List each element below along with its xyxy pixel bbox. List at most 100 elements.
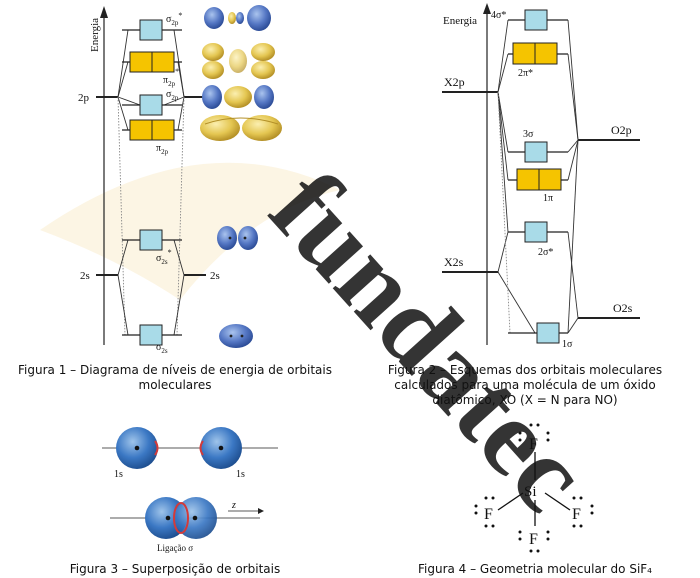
fig2-o2s-label: O2s — [613, 301, 633, 315]
fig2-label-1pi: 1π — [543, 193, 553, 204]
fig2-label-4sigma-star: 4σ* — [491, 10, 506, 21]
fig1-orbital-pi2p-star-shape — [202, 43, 275, 79]
fig2-level-2sigma-star — [508, 221, 568, 243]
fig2-box-3sigma — [524, 141, 548, 163]
fig2-level-3sigma — [508, 141, 568, 163]
fig1-caption-line1: Figura 1 – Diagrama de níveis de energia… — [18, 363, 332, 377]
fig1-level-sigma2p-star — [122, 19, 182, 41]
fig2-correlation-lines — [497, 19, 579, 334]
fig1-level-sigma2s — [122, 324, 182, 346]
figure-2: Energia X2p X2s O2p O2s — [350, 0, 700, 360]
fig2-caption-line3: diatômico, XO (X = N para NO) — [432, 393, 618, 407]
figure-3: 1s 1s z Ligação σ — [100, 415, 280, 555]
fig1-box-sigma2s — [139, 324, 163, 346]
fig2-box-2sigma-star — [524, 221, 548, 243]
fig1-level-sigma2s-star — [122, 229, 182, 251]
fig1-diagram: Energia 2p 2p 2s 2s — [78, 5, 282, 355]
fig2-box-1sigma — [536, 322, 560, 344]
fig2-level-2pi-star — [508, 42, 568, 65]
fig1-caption-line2: moleculares — [138, 378, 212, 392]
fig1-box-pi2p-a — [129, 119, 153, 141]
fig3-overlap-hint-left — [154, 440, 159, 456]
fig1-orbital-sigma2p-star-shape — [204, 5, 271, 31]
fig3-axis-z: z — [231, 500, 236, 511]
fig1-level-pi2p — [122, 119, 182, 141]
fig4-atom-left: F — [484, 506, 493, 523]
fig4-atom-center: Si — [524, 484, 537, 500]
fig2-mo-labels: 4σ* 2π* 3σ 1π 2σ* 1σ — [491, 10, 573, 350]
fig3-nucleus-left — [134, 445, 140, 451]
fig1-axis-arrow — [100, 6, 108, 18]
fig3-bond-nucleus-left — [165, 515, 171, 521]
fig2-box-1pi-b — [538, 168, 562, 191]
fig4-atom-top: F — [529, 436, 538, 453]
fig1-orbital-sigma2s-shape — [219, 324, 253, 348]
fig1-mo-labels: σ2p* π2p* σ2p π2p σ2s* σ2s — [156, 11, 182, 355]
fig1-orbital-pi2p-shape — [200, 115, 282, 141]
fig1-level-sigma2p — [122, 94, 182, 116]
fig2-label-2sigma-star: 2σ* — [538, 247, 553, 258]
fig2-x2p-label: X2p — [444, 75, 465, 89]
fig2-box-2pi-star-a — [512, 42, 536, 65]
fig2-label-3sigma: 3σ — [523, 129, 534, 140]
fig4-bonds — [497, 452, 571, 526]
fig3-overlap-hint-right — [199, 440, 204, 456]
fig1-box-sigma2p-star — [139, 19, 163, 41]
fig4-atom-right: F — [572, 506, 581, 523]
fig1-left-2s-label: 2s — [80, 270, 90, 282]
figure-4: Si F F F F — [470, 420, 610, 560]
fig1-label-pi2p-star: π2p* — [163, 67, 179, 88]
fig4-caption-text: Figura 4 – Geometria molecular do SiF₄ — [417, 562, 652, 576]
fig2-x2s-label: X2s — [444, 255, 464, 269]
fig1-orbital-sigma2s-star-shape — [217, 226, 258, 250]
fig2-level-4sigma-star — [508, 9, 568, 31]
fig2-box-4sigma-star — [524, 9, 548, 31]
fig3-label-1s-left: 1s — [114, 469, 123, 480]
fig3-overlap-region — [173, 502, 189, 534]
fig2-label-1sigma: 1σ — [562, 339, 573, 350]
fig4-lewis-structure: Si F F F F — [474, 423, 594, 553]
fig1-label-sigma2p-star: σ2p* — [166, 11, 182, 27]
fig2-box-2pi-star-b — [534, 42, 558, 65]
fig4-caption: Figura 4 – Geometria molecular do SiF₄ — [380, 562, 690, 577]
fig3-z-arrowhead — [258, 508, 264, 514]
fig1-box-pi2p-star-b — [151, 51, 175, 73]
watermark-swoosh — [40, 162, 340, 300]
fig1-label-pi2p: π2p — [156, 143, 169, 156]
fig1-left-2p-label: 2p — [78, 92, 90, 104]
fig1-box-pi2p-b — [151, 119, 175, 141]
fig1-level-pi2p-star — [122, 51, 182, 73]
fig1-caption: Figura 1 – Diagrama de níveis de energia… — [0, 363, 350, 393]
fig1-label-sigma2p: σ2p — [166, 89, 179, 102]
fig2-caption-line2: calculados para uma molécula de um óxido — [394, 378, 656, 392]
fig1-label-sigma2s-star: σ2s* — [156, 248, 172, 266]
fig1-correlation-lines-2s — [117, 239, 185, 336]
fig1-label-sigma2s: σ2s — [156, 342, 168, 355]
fig3-label-1s-right: 1s — [236, 469, 245, 480]
fig2-label-2pi-star: 2π* — [518, 68, 533, 79]
fig4-atom-bottom: F — [529, 531, 538, 548]
fig2-axis-label: Energia — [443, 15, 477, 27]
fig1-box-sigma2p — [139, 94, 163, 116]
fig3-nucleus-right — [218, 445, 224, 451]
fig3-diagram: 1s 1s z Ligação σ — [102, 427, 278, 553]
fig2-caption-line1: Figura 2 – Esquemas dos orbitais molecul… — [387, 363, 663, 377]
fig1-axis-label: Energia — [89, 18, 101, 52]
fig1-right-2s-label: 2s — [210, 270, 220, 282]
fig3-bond-nucleus-right — [192, 515, 198, 521]
fig2-axis-arrow — [483, 3, 491, 14]
fig2-caption: Figura 2 – Esquemas dos orbitais molecul… — [350, 363, 700, 408]
fig3-caption: Figura 3 – Superposição de orbitais — [0, 562, 350, 577]
fig2-box-1pi-a — [516, 168, 540, 191]
fig4-lone-pairs — [474, 423, 594, 553]
fig2-level-1sigma — [508, 322, 568, 344]
fig1-orbital-sigma2p-shape — [202, 85, 274, 109]
fig3-caption-text: Figura 3 – Superposição de orbitais — [69, 562, 281, 576]
fig1-box-pi2p-star-a — [129, 51, 153, 73]
fig2-o2p-label: O2p — [611, 123, 632, 137]
fig1-box-sigma2s-star — [139, 229, 163, 251]
fig2-diagram: Energia X2p X2s O2p O2s — [442, 3, 640, 350]
fig3-bond-label: Ligação σ — [157, 543, 193, 553]
figure-1: Energia 2p 2p 2s 2s — [0, 0, 350, 360]
fig2-level-1pi — [508, 168, 568, 191]
